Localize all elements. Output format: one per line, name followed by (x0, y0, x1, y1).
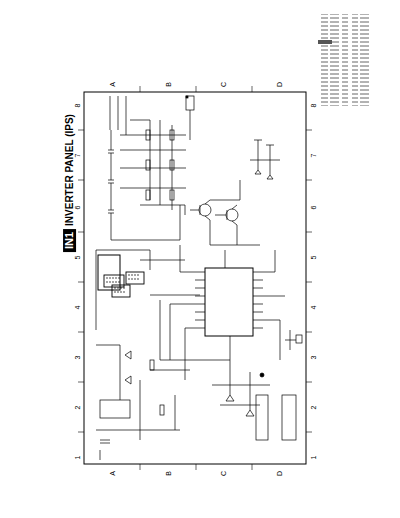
output-connectors (110, 96, 194, 210)
grid-letter: A (108, 82, 115, 87)
grid-number: 3 (311, 355, 318, 359)
regulator-section (212, 360, 296, 440)
grid-number: 7 (75, 153, 82, 157)
input-section (96, 345, 190, 460)
grid-number: 2 (75, 405, 82, 409)
grid-number: 6 (75, 205, 82, 209)
grid-letter: D (277, 470, 284, 475)
grid-number: 3 (75, 355, 82, 359)
controller-ic (160, 245, 285, 380)
grid-number: 8 (75, 103, 82, 107)
sensor-section (186, 96, 302, 350)
grid-number: 6 (311, 205, 318, 209)
transistor-symbol (190, 180, 260, 245)
grid-letter: D (277, 81, 284, 86)
grid-letter: C (221, 470, 228, 475)
grid-letter: B (164, 471, 171, 476)
transformer-symbol (96, 250, 200, 330)
grid-number: 1 (75, 455, 82, 459)
grid-number: 8 (311, 103, 318, 107)
component-ladder (108, 130, 185, 240)
grid-letter: C (221, 81, 228, 86)
sheet-id: IN1 (64, 228, 77, 251)
grid-number: 5 (75, 255, 82, 259)
parts-list (352, 14, 372, 106)
grid-number: 5 (311, 255, 318, 259)
grid-number: 7 (311, 153, 318, 157)
grid-letter: B (164, 82, 171, 87)
parts-list (318, 14, 350, 106)
drawing-frame (84, 92, 306, 464)
grid-number: 1 (311, 455, 318, 459)
grid-number: 4 (311, 305, 318, 309)
grid-letter: A (108, 471, 115, 476)
grid-number: 4 (75, 305, 82, 309)
grid-number: 2 (311, 405, 318, 409)
grid-ticks (78, 86, 312, 470)
